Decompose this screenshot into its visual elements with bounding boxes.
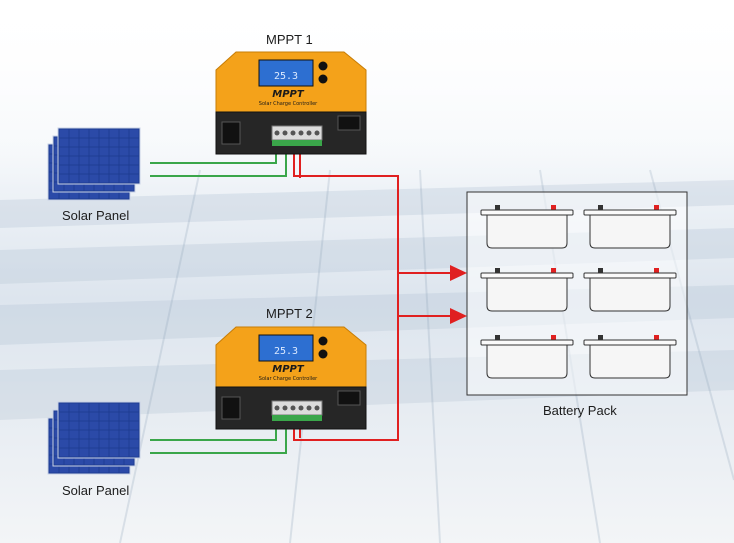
- mppt1-label: MPPT 1: [266, 32, 313, 47]
- battery-icon: [583, 205, 677, 249]
- battery-icon: [480, 205, 574, 249]
- subtitle-text: Solar Charge Controller: [259, 376, 318, 382]
- battery-icon: [480, 268, 574, 312]
- screen-readout: 25.3: [274, 71, 298, 82]
- brand-text: MPPT: [272, 364, 305, 375]
- screen-readout: 25.3: [274, 346, 298, 357]
- brand-text: MPPT: [272, 89, 305, 100]
- arrow-right-icon: [450, 265, 467, 281]
- battery-icon: [583, 335, 677, 379]
- battery-icon: [480, 335, 574, 379]
- battery-pack: [466, 191, 688, 396]
- solar-panel-label-1: Solar Panel: [62, 208, 130, 223]
- solar-panel-icon: [47, 127, 141, 201]
- solar-panel-label-2: Solar Panel: [62, 483, 130, 498]
- solar-panel-icon: [47, 401, 141, 475]
- mppt2-label: MPPT 2: [266, 306, 313, 321]
- arrow-right-icon: [450, 308, 467, 324]
- subtitle-text: Solar Charge Controller: [259, 101, 318, 107]
- battery-pack-label: Battery Pack: [543, 403, 617, 418]
- battery-icon: [583, 268, 677, 312]
